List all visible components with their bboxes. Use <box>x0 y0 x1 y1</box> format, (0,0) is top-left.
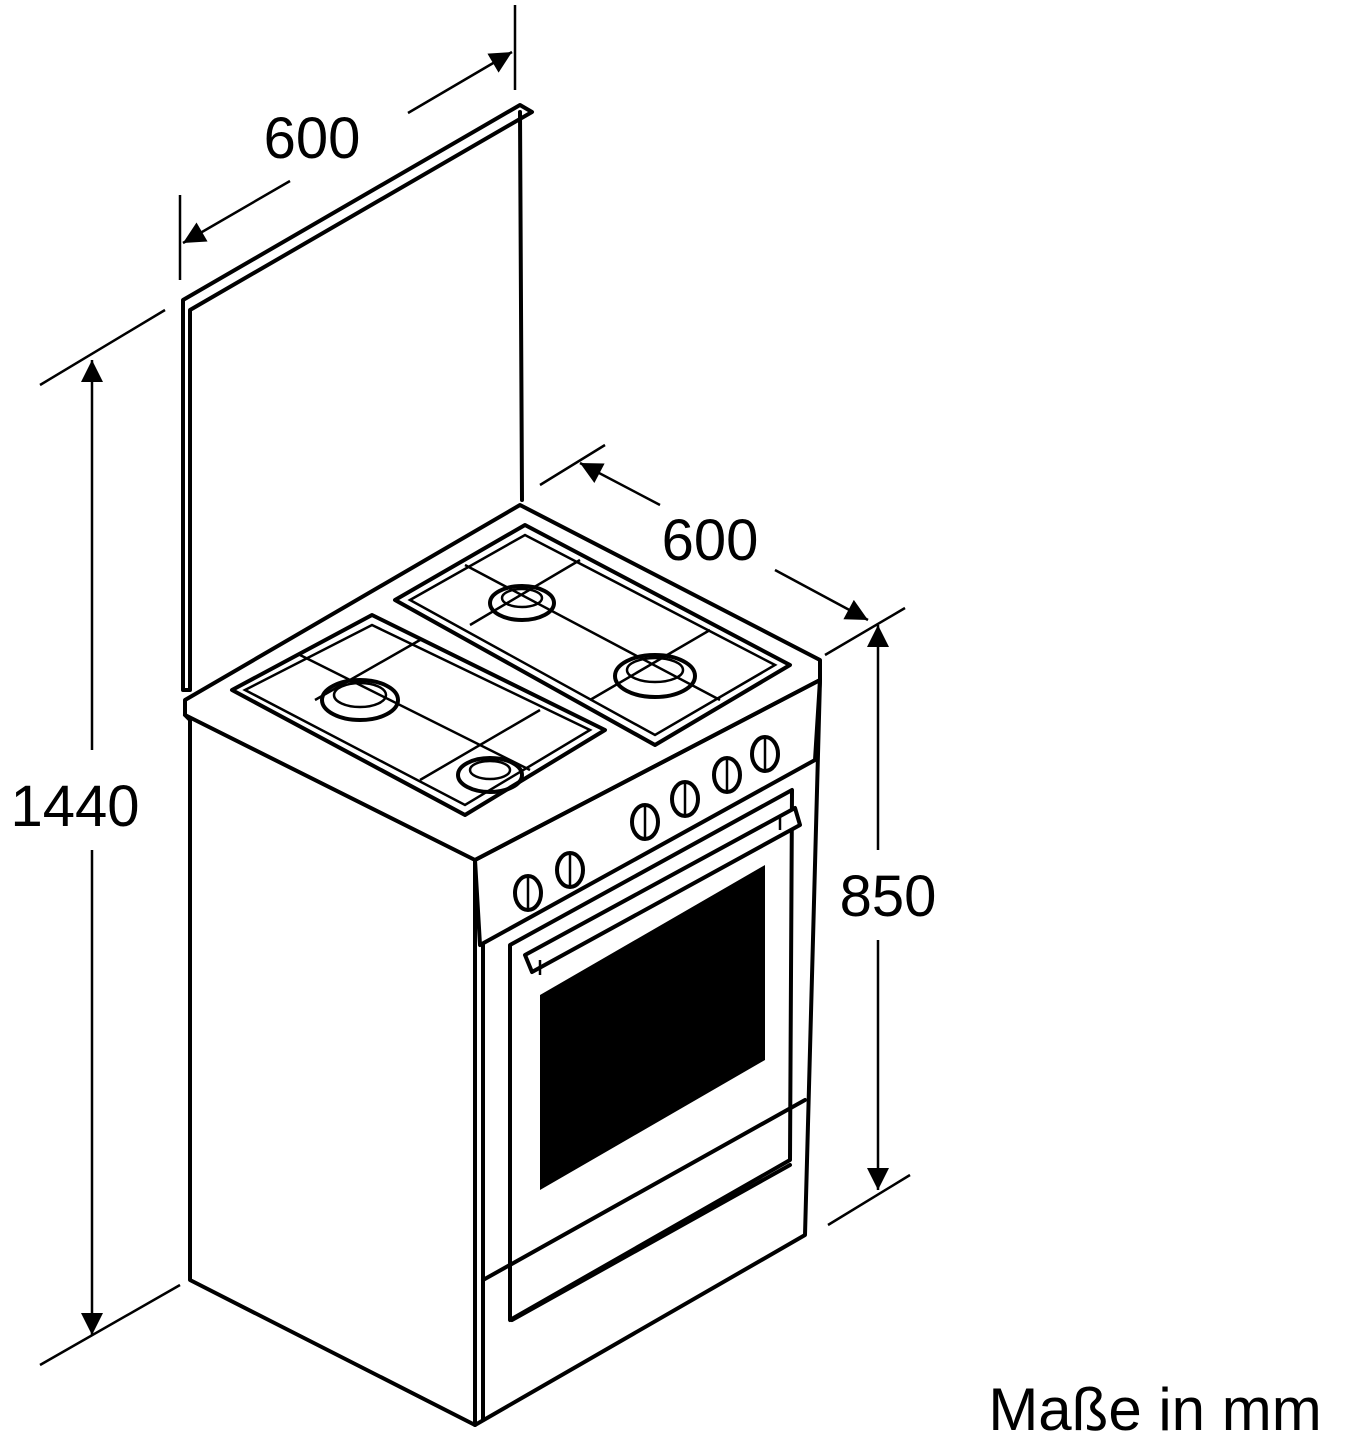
dimension-body-height: 850 <box>827 625 937 1227</box>
burner-front-right <box>613 653 697 699</box>
dimension-backsplash-width: 600 <box>178 5 517 280</box>
dimension-label-width: 600 <box>264 106 361 171</box>
knob-5 <box>712 756 742 794</box>
burner-back-left <box>320 678 400 722</box>
backsplash <box>181 103 534 692</box>
oven-handle <box>523 806 802 975</box>
knob-6 <box>750 735 780 773</box>
burner-front-left <box>456 756 524 794</box>
unit-note: Maße in mm <box>988 1376 1321 1440</box>
cooker-body <box>188 678 822 1427</box>
control-panel <box>473 678 822 947</box>
knob-3 <box>630 803 660 841</box>
burner-back-right <box>488 584 556 622</box>
dimension-label-depth: 600 <box>662 508 759 573</box>
oven-door <box>481 788 807 1322</box>
dimension-depth: 600 <box>539 443 906 657</box>
oven-window <box>540 865 765 1190</box>
dimension-label-body-height: 850 <box>840 864 937 929</box>
knob-1 <box>513 874 543 912</box>
cooktop <box>183 503 822 862</box>
knob-4 <box>670 780 700 818</box>
dimension-total-height: 1440 <box>10 308 181 1367</box>
knob-2 <box>555 851 585 889</box>
dimension-label-total-height: 1440 <box>10 774 139 839</box>
